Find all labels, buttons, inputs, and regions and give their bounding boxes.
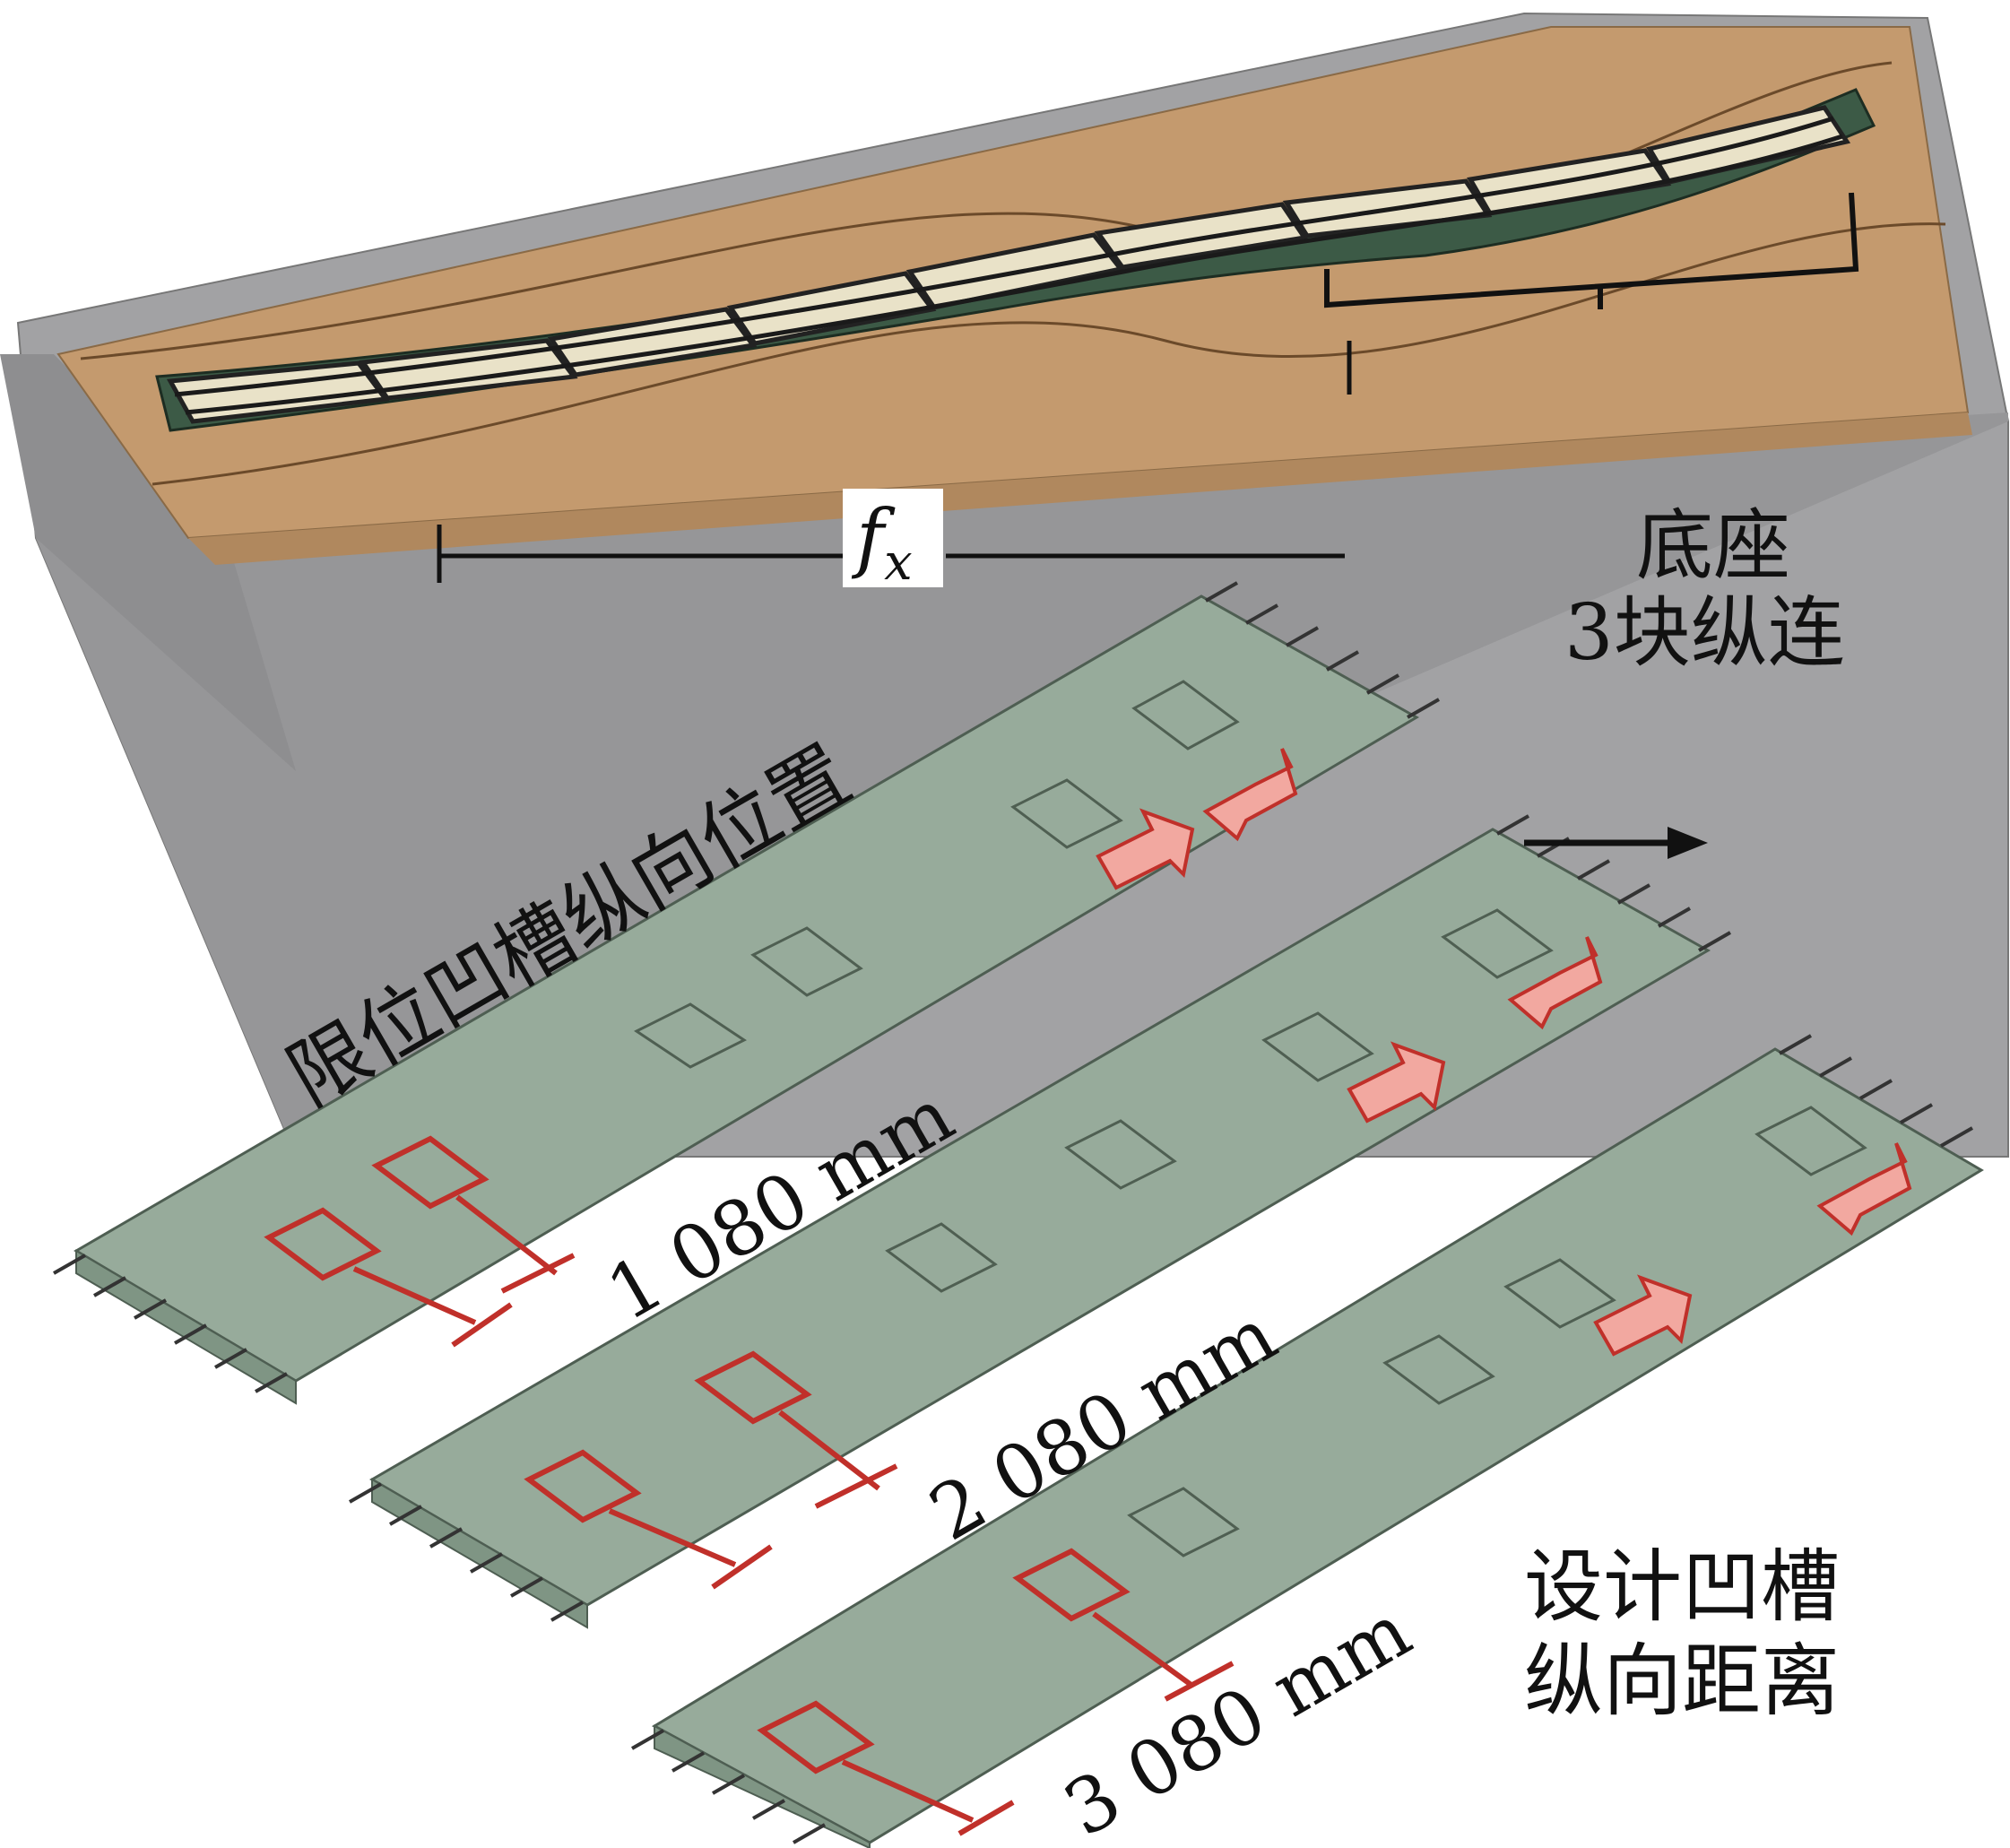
slab-1-dim-tick [451, 1302, 513, 1348]
fx-subscript: x [884, 534, 913, 592]
rail-right [185, 134, 1843, 415]
slab-3-groove [1503, 1258, 1616, 1329]
slab-2 [349, 814, 1731, 1629]
slab-2-dim-line [608, 1508, 737, 1567]
slab-2-arrow-right [1347, 1041, 1446, 1124]
rail-left [174, 116, 1834, 397]
slab-1-edge [75, 1249, 297, 1405]
slab-3-arrow-right [1593, 1274, 1693, 1357]
slab-1-dim-line [352, 1266, 477, 1325]
slab-3-dim-line [841, 1759, 975, 1823]
slab-1-dim-tick [500, 1253, 576, 1294]
subgrade-contour-2 [152, 222, 1946, 486]
slab-2-red-groove [694, 1350, 812, 1425]
slab-1-arrow-left [1202, 748, 1298, 842]
slab-1-arrow-right [1096, 808, 1195, 890]
slab-1 [53, 581, 1440, 1405]
slab-1-groove [750, 926, 863, 997]
subgrade-contour-1 [80, 61, 1893, 360]
base-label-line2: 3块纵连 [1564, 588, 1845, 678]
slab-3-red-groove [757, 1700, 875, 1774]
slab-3-dim-line [1092, 1611, 1194, 1688]
slab-2-dim-tick [814, 1463, 898, 1509]
slab-1-dim-line [455, 1194, 558, 1276]
slab-2-movement-arrowhead [1668, 827, 1708, 859]
slab-2-dim-tick [711, 1544, 773, 1590]
design-distance-label-line2: 纵向距离 [1524, 1635, 1840, 1727]
slab-1-groove [1010, 778, 1123, 849]
subgrade-edge [188, 412, 1972, 565]
slab-3-groove [1754, 1106, 1867, 1176]
slab-3-groove [1127, 1487, 1240, 1557]
slab-2-groove [1064, 1119, 1177, 1190]
slab-3-dim-tick [1164, 1661, 1235, 1702]
slab-1-groove [1131, 680, 1240, 750]
slab-2-red-groove [524, 1449, 642, 1523]
embankment-left-slope [0, 354, 296, 771]
slab-1-rebar [53, 581, 1440, 1393]
slab-3-edge [654, 1724, 871, 1848]
slab-3-red-groove [1012, 1548, 1131, 1622]
slab-1-red-groove [371, 1135, 490, 1210]
base-model: fx 底座 3块纵连 [0, 12, 2009, 1158]
slab-3-groove [1382, 1334, 1495, 1405]
slab-2-groove [1441, 908, 1554, 979]
slab-3 [631, 1034, 1984, 1848]
fx-label-box [843, 489, 943, 587]
slab-2-arrow-left [1507, 936, 1603, 1030]
slab-2-dim-line [778, 1410, 880, 1491]
slab-2-rebar [349, 814, 1731, 1622]
slab-3-rebar [631, 1034, 1973, 1844]
slab-2-edge [371, 1478, 588, 1629]
slab-2-groove [1261, 1011, 1374, 1082]
design-distance-label-line1: 设计凹槽 [1524, 1540, 1840, 1633]
slab-3-dim-tick [957, 1800, 1015, 1836]
slab-2-groove [885, 1222, 998, 1293]
slab-1-red-groove [264, 1207, 382, 1281]
bracket-right [1324, 192, 1859, 308]
base-label-line1: 底座 [1636, 501, 1790, 591]
track-slab [726, 271, 937, 346]
slab-3-arrow-left [1816, 1142, 1912, 1236]
slab-1-groove [634, 1002, 747, 1069]
